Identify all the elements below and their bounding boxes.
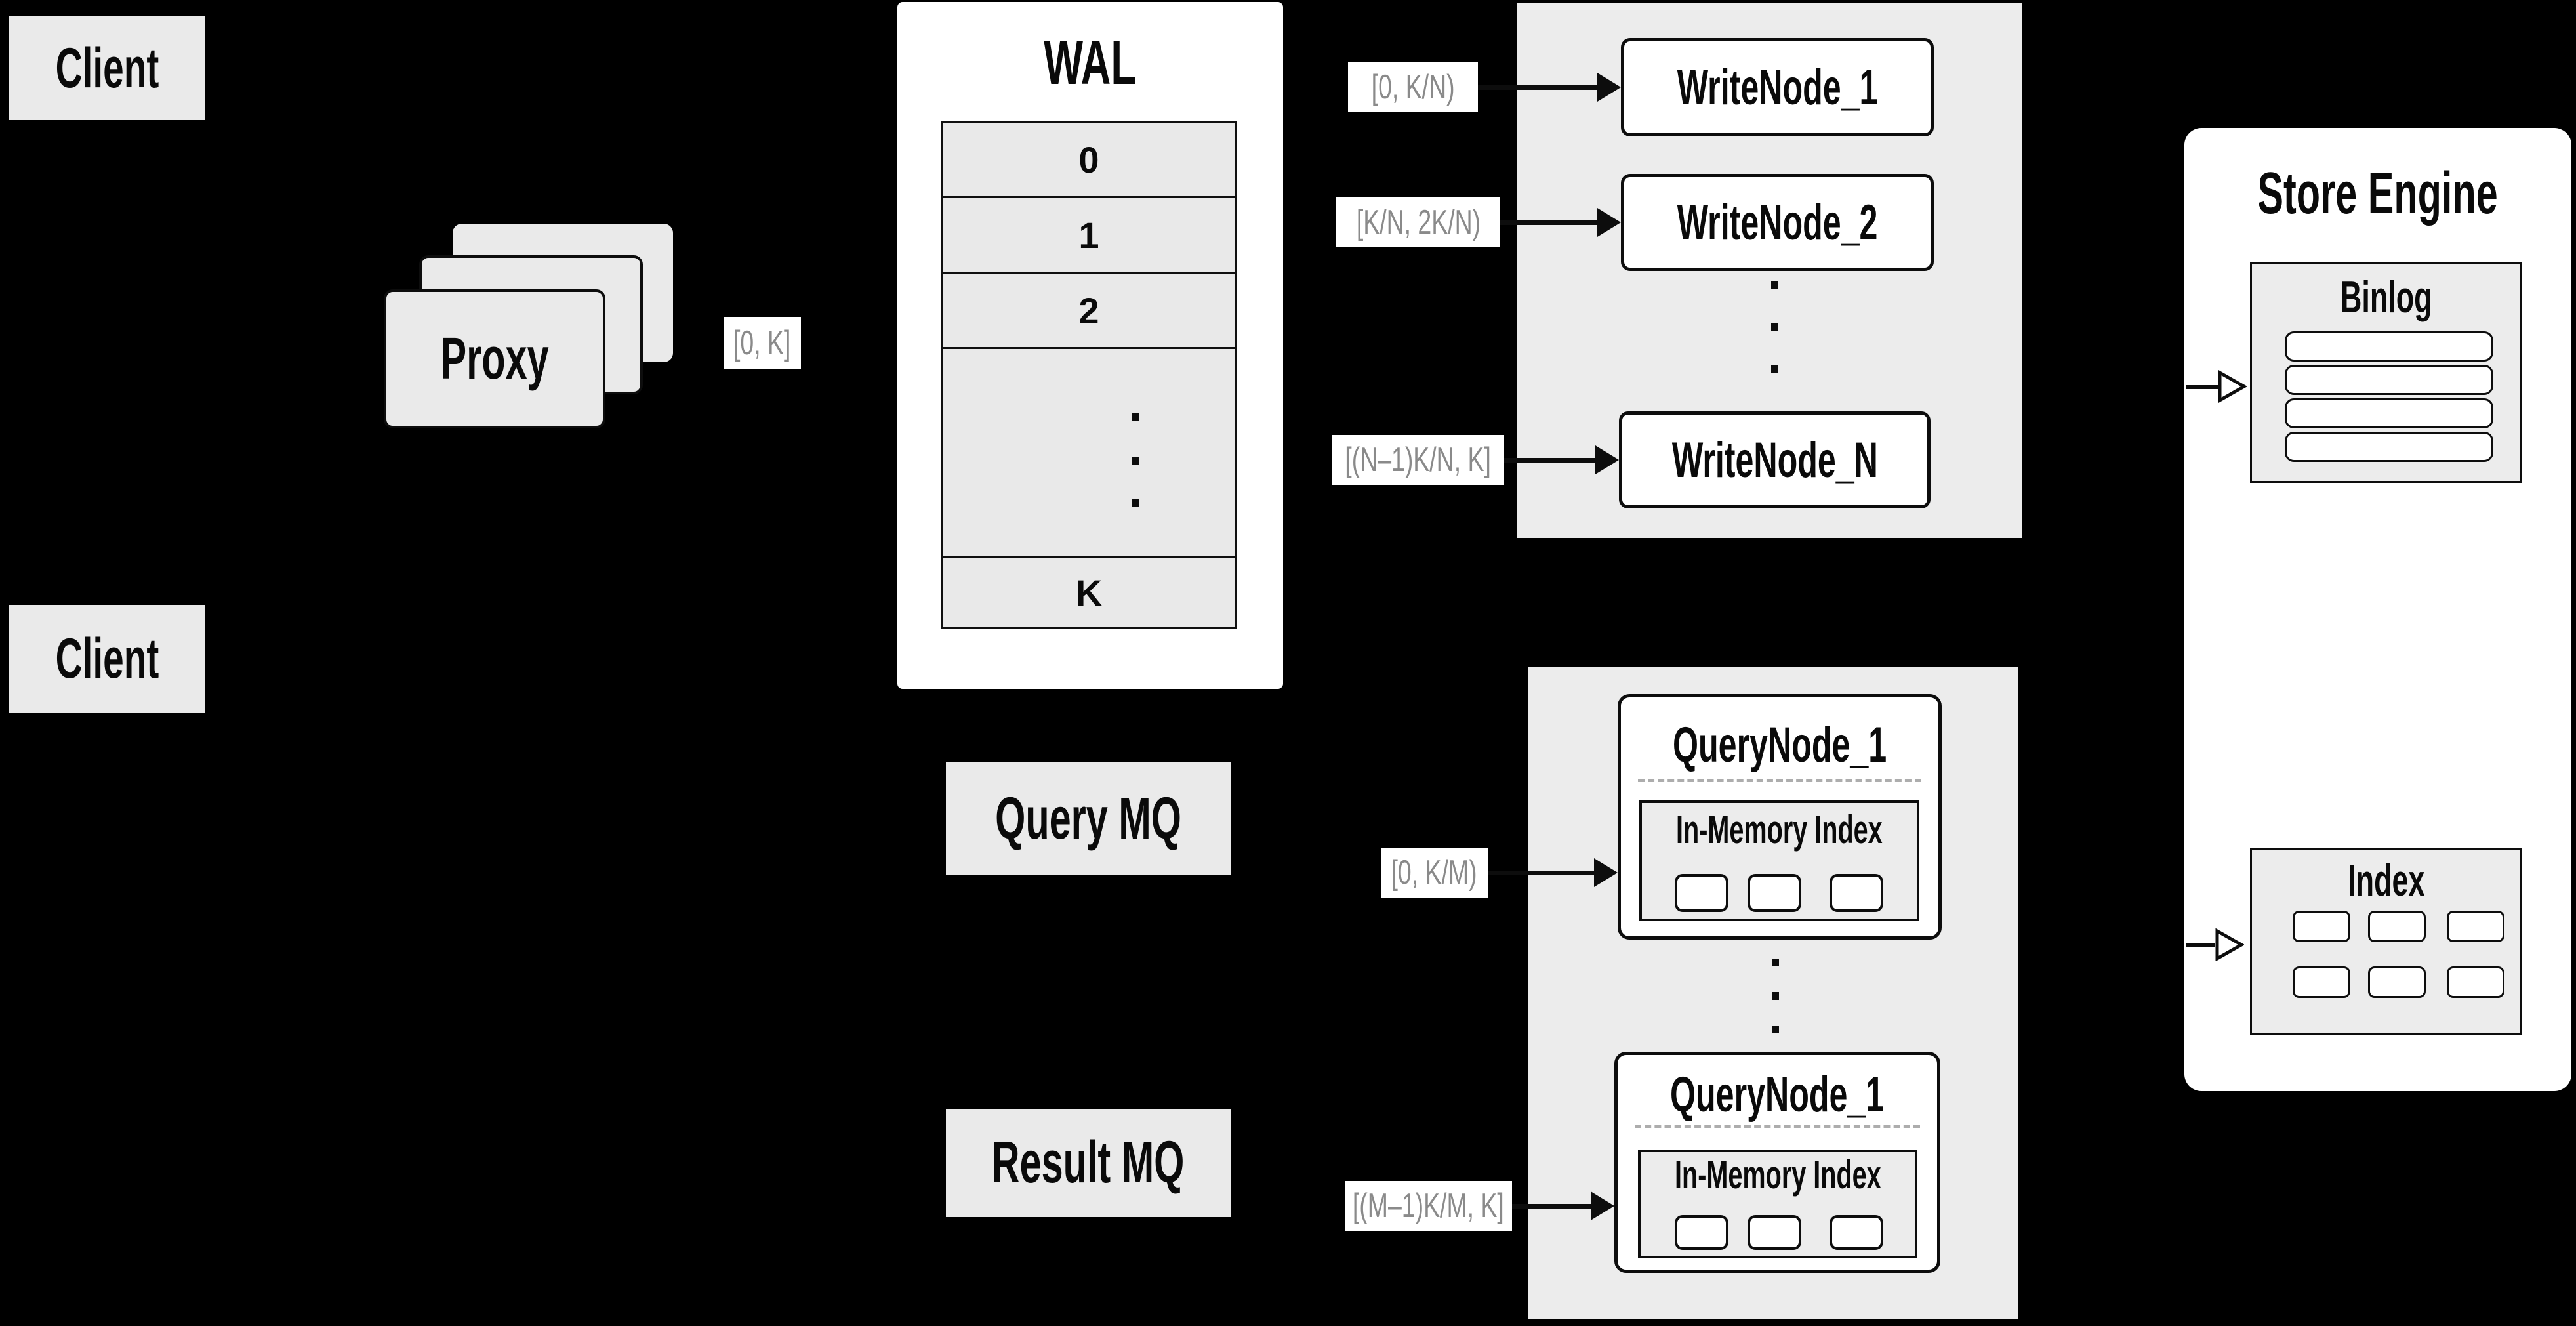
wal-row-ellipsis <box>941 347 1237 558</box>
arrow-shaft-writenode-2 <box>1500 220 1597 225</box>
proxy-box: Proxy <box>384 289 605 428</box>
edge-label-writenode-1: [0, K/N) <box>1348 62 1478 112</box>
in-memory-index-top-title: In-Memory Index <box>1676 807 1883 852</box>
index-cell <box>2447 911 2504 942</box>
store-engine-title: Store Engine <box>2257 160 2499 226</box>
in-memory-index-bottom-box: In-Memory Index <box>1638 1150 1917 1258</box>
index-title: Index <box>2347 856 2425 905</box>
query-mq-box: Query MQ <box>946 762 1231 875</box>
arrow-head-icon <box>1597 73 1621 102</box>
querynode-bottom-title: QueryNode_1 <box>1670 1066 1885 1123</box>
ellipsis-dot-icon <box>1132 413 1139 421</box>
client-bottom-box: Client <box>9 605 205 713</box>
arrow-shaft-querynode-1 <box>1488 871 1594 875</box>
querynode-top-divider <box>1638 779 1921 782</box>
memory-segment <box>1675 1215 1728 1250</box>
writenode-2-box: WriteNode_2 <box>1621 174 1934 271</box>
edge-label-writenode-n: [(N–1)K/N, K] <box>1332 435 1504 485</box>
arrow-shaft-writenode-1 <box>1478 85 1597 90</box>
querynode-top-box: QueryNode_1 In-Memory Index <box>1618 694 1942 940</box>
arrow-shaft-querynode-m <box>1512 1204 1591 1209</box>
proxy-label: Proxy <box>440 325 549 392</box>
index-cell <box>2447 966 2504 998</box>
in-memory-index-bottom-title: In-Memory Index <box>1674 1152 1881 1197</box>
memory-segment <box>1675 874 1728 912</box>
wal-row-k: K <box>941 556 1237 629</box>
memory-segment <box>1830 874 1883 912</box>
ellipsis-dot-icon <box>1772 992 1779 1000</box>
ellipsis-dot-icon <box>1132 499 1139 507</box>
querynode-bottom-divider <box>1635 1125 1920 1128</box>
binlog-box: Binlog <box>2250 262 2522 483</box>
binlog-row <box>2285 398 2493 428</box>
edge-label-querynode-1: [0, K/M) <box>1381 848 1488 898</box>
wal-panel: WAL 0 1 2 K <box>897 2 1283 689</box>
binlog-row <box>2285 432 2493 462</box>
in-memory-index-top-box: In-Memory Index <box>1639 800 1919 921</box>
index-cell <box>2368 966 2426 998</box>
binlog-row <box>2285 331 2493 362</box>
querynode-bottom-box: QueryNode_1 In-Memory Index <box>1614 1052 1940 1273</box>
ellipsis-dot-icon <box>1771 323 1778 331</box>
wal-row-0: 0 <box>941 121 1237 198</box>
memory-segment <box>1830 1215 1883 1250</box>
ellipsis-dot-icon <box>1771 281 1778 289</box>
ellipsis-dot-icon <box>1772 1026 1779 1033</box>
wal-row-2: 2 <box>941 272 1237 349</box>
writenode-n-box: WriteNode_N <box>1619 411 1931 508</box>
querynode-top-title: QueryNode_1 <box>1672 716 1887 773</box>
index-box: Index <box>2250 848 2522 1035</box>
client-top-box: Client <box>9 16 205 120</box>
arrow-shaft-binlog <box>2186 385 2218 389</box>
arrow-shaft-index <box>2186 943 2215 947</box>
index-cell <box>2368 911 2426 942</box>
writenode-1-box: WriteNode_1 <box>1621 38 1934 136</box>
arrow-head-icon <box>1594 858 1618 887</box>
binlog-row <box>2285 365 2493 395</box>
arrow-head-icon <box>1595 445 1619 474</box>
memory-segment <box>1748 1215 1801 1250</box>
arrow-head-icon <box>1597 208 1621 237</box>
ellipsis-dot-icon <box>1132 457 1139 465</box>
arrow-shaft-writenode-n <box>1504 458 1595 463</box>
ellipsis-dot-icon <box>1772 959 1779 966</box>
ellipsis-dot-icon <box>1771 365 1778 373</box>
store-engine-panel: Store Engine Binlog Index <box>2184 128 2571 1091</box>
client-bottom-label: Client <box>55 627 159 690</box>
edge-label-proxy-to-wal: [0, K] <box>724 317 801 369</box>
client-top-label: Client <box>55 36 159 100</box>
index-cell <box>2293 966 2350 998</box>
result-mq-box: Result MQ <box>946 1109 1231 1217</box>
wal-row-1: 1 <box>941 196 1237 274</box>
hollow-arrow-head-icon <box>2218 370 2247 403</box>
edge-label-writenode-2: [K/N, 2K/N) <box>1336 197 1500 247</box>
edge-label-querynode-m: [(M–1)K/M, K] <box>1345 1181 1512 1231</box>
arrow-head-icon <box>1591 1191 1614 1220</box>
hollow-arrow-head-icon <box>2215 928 2244 961</box>
memory-segment <box>1748 874 1801 912</box>
index-cell <box>2293 911 2350 942</box>
binlog-title: Binlog <box>2340 272 2432 322</box>
wal-title: WAL <box>1044 28 1137 98</box>
